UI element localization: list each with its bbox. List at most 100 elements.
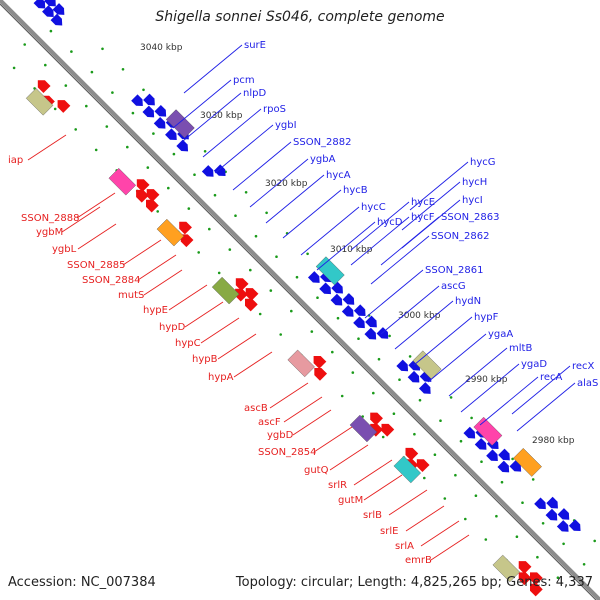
forward-gene-arrow xyxy=(546,496,558,509)
forward-gene-label: surE xyxy=(244,40,266,51)
reverse-gene-arrow-shape xyxy=(245,298,258,312)
forward-gene-arrow-shape xyxy=(153,116,166,129)
forward-gene-arrow xyxy=(557,508,570,520)
forward-gene-arrow xyxy=(498,448,510,461)
reverse-gene-block-shape xyxy=(492,554,521,583)
reverse-gene-label: iap xyxy=(8,155,23,166)
reverse-gene-arrow-shape xyxy=(235,278,249,291)
tick-dot xyxy=(449,396,453,399)
forward-gene-arrow-shape xyxy=(556,520,569,532)
accession-text: Accession: NC_007384 xyxy=(8,575,156,590)
forward-label-leader xyxy=(401,181,461,231)
forward-label-leader xyxy=(249,158,309,208)
forward-label-leader xyxy=(370,235,430,285)
forward-gene-arrow xyxy=(331,281,343,294)
reverse-gene-block xyxy=(349,414,378,443)
reverse-gene-arrow-shape xyxy=(57,100,71,113)
reverse-gene-arrow-shape xyxy=(416,459,430,473)
reverse-gene-label: ascB xyxy=(244,403,268,414)
reverse-gene-label: SSON_2888 xyxy=(21,213,80,224)
forward-gene-arrow xyxy=(213,164,226,177)
forward-gene-arrow xyxy=(418,382,431,394)
forward-gene-arrow xyxy=(365,315,377,328)
tick-dot xyxy=(142,88,145,92)
reverse-gene-arrow xyxy=(518,561,532,574)
tick-dot xyxy=(146,166,150,169)
forward-gene-arrow xyxy=(176,139,189,152)
reverse-label-leader xyxy=(184,301,224,328)
forward-gene-block xyxy=(513,447,542,477)
reverse-gene-block-shape xyxy=(287,349,315,378)
forward-gene-arrow xyxy=(201,165,214,177)
forward-gene-arrow-shape xyxy=(342,293,355,305)
forward-gene-label: ygaD xyxy=(521,359,547,370)
reverse-gene-arrow xyxy=(405,447,419,461)
forward-gene-label: alaS xyxy=(577,378,598,389)
forward-label-leader xyxy=(380,285,440,335)
forward-gene-arrow-shape xyxy=(407,370,420,383)
reverse-gene-arrow xyxy=(416,459,430,473)
tick-dot xyxy=(152,132,155,135)
tick-dot xyxy=(439,419,442,423)
reverse-gene-label: ascF xyxy=(258,417,281,428)
forward-gene-arrow-shape xyxy=(474,438,487,450)
forward-gene-arrow xyxy=(131,94,143,107)
reverse-gene-block-shape xyxy=(393,455,422,484)
reverse-gene-label: srlA xyxy=(395,541,414,552)
reverse-gene-label: ygbL xyxy=(52,244,77,255)
reverse-label-leader xyxy=(168,284,208,311)
forward-gene-arrow xyxy=(50,13,63,26)
tick-dot xyxy=(172,152,176,156)
forward-gene-block-shape xyxy=(473,416,503,446)
tick-dot xyxy=(541,522,545,525)
forward-label-leader xyxy=(265,174,325,224)
tick-dot xyxy=(454,473,457,477)
reverse-gene-arrow xyxy=(37,80,51,94)
tick-dot xyxy=(459,439,463,443)
forward-label-leader xyxy=(350,216,410,266)
position-label: 3030 kbp xyxy=(200,111,243,121)
reverse-gene-arrow-shape xyxy=(381,423,395,437)
reverse-gene-arrow-shape xyxy=(370,412,383,426)
position-label: 3020 kbp xyxy=(265,179,308,189)
forward-label-leader xyxy=(300,206,360,256)
reverse-label-leader xyxy=(353,459,393,486)
forward-gene-block-shape xyxy=(165,109,195,139)
reverse-label-leader xyxy=(313,426,353,453)
reverse-gene-arrow xyxy=(136,189,149,203)
reverse-gene-label: emrB xyxy=(405,555,432,566)
tick-dot xyxy=(357,337,360,341)
forward-gene-label: SSON_2862 xyxy=(431,231,490,242)
forward-gene-arrow-shape xyxy=(557,508,570,520)
reverse-gene-arrow xyxy=(245,298,258,312)
forward-gene-arrow-shape xyxy=(201,165,214,177)
reverse-label-leader xyxy=(77,223,117,250)
reverse-gene-label: hypB xyxy=(192,354,218,365)
forward-gene-arrow-shape xyxy=(486,449,498,462)
forward-gene-block xyxy=(473,416,503,446)
forward-label-leader xyxy=(182,92,242,142)
tick-dot xyxy=(254,234,258,238)
forward-gene-arrow-shape xyxy=(534,497,546,510)
forward-gene-arrow-shape xyxy=(319,282,331,295)
reverse-gene-label: hypD xyxy=(159,322,186,333)
reverse-label-leader xyxy=(388,489,428,516)
forward-gene-label: hydN xyxy=(455,296,481,307)
forward-gene-arrow-shape xyxy=(142,105,155,118)
forward-gene-label: hycF xyxy=(411,212,435,223)
forward-label-leader xyxy=(214,124,274,174)
forward-gene-label: hycB xyxy=(343,185,368,196)
forward-label-leader xyxy=(460,363,520,413)
reverse-gene-arrow xyxy=(245,288,259,301)
tick-dot xyxy=(316,296,319,300)
position-label: 3000 kbp xyxy=(398,311,441,321)
reverse-gene-block xyxy=(156,218,185,247)
tick-dot xyxy=(443,497,447,500)
forward-gene-label: pcm xyxy=(233,75,255,86)
tick-dot xyxy=(249,268,252,272)
tick-dot xyxy=(398,378,401,382)
forward-gene-label: hycE xyxy=(411,197,435,208)
forward-gene-arrow-shape xyxy=(497,460,510,473)
forward-gene-arrow xyxy=(153,116,166,129)
